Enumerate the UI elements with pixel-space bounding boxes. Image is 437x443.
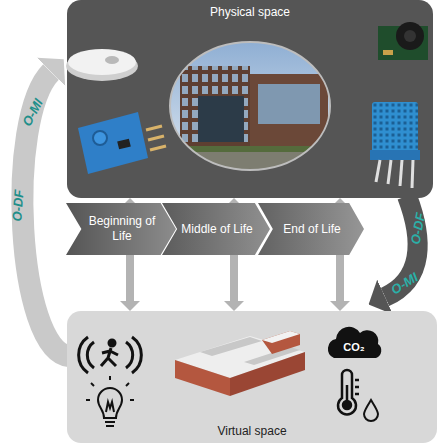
gas-sensor-module-part	[404, 30, 416, 42]
building-model-part	[262, 331, 300, 354]
photo-frame	[170, 42, 330, 170]
motion-icon-part	[101, 348, 118, 366]
building-photo-part	[198, 96, 244, 142]
panel-title: Physical space	[210, 5, 290, 19]
dht11-sensor	[370, 102, 420, 188]
dht11-sensor-part	[388, 160, 391, 184]
light-sensor-module-part	[148, 136, 164, 140]
light-sensor-module-part	[78, 112, 148, 174]
building-model	[175, 331, 305, 396]
building-model-part	[230, 352, 305, 396]
life-stage-chevron: End of Life	[258, 203, 364, 255]
light-sensor-module	[78, 112, 166, 174]
bulb-icon-part	[106, 425, 114, 427]
co2-label: CO₂	[343, 341, 364, 353]
stage-label: Beginning of Life	[83, 214, 161, 244]
light-sensor-module-part	[93, 131, 107, 145]
thermometer-icon-part	[343, 401, 351, 409]
thermometer-icon	[338, 370, 359, 414]
dht11-sensor-part	[372, 102, 418, 154]
dht11-sensor-part	[412, 160, 413, 188]
life-stage-chevron: Beginning of Life	[66, 203, 176, 255]
physical-space-panel: Physical space	[67, 0, 433, 198]
motion-icon	[79, 337, 142, 373]
thermometer-icon-part	[338, 370, 356, 414]
building-model-part	[200, 337, 262, 356]
chevron-fill	[258, 203, 364, 255]
panel-title: Virtual space	[217, 424, 286, 438]
building-model-part	[262, 331, 300, 343]
bulb-icon-part	[106, 402, 114, 412]
building-model-part	[175, 360, 230, 396]
motion-icon-part	[126, 342, 133, 368]
motion-icon-part	[109, 340, 115, 346]
stage-label: Middle of Life	[181, 222, 252, 237]
dht11-sensor-part	[376, 160, 380, 182]
bulb-icon-part	[86, 399, 90, 401]
gas-sensor-module-part	[383, 50, 393, 55]
building-photo-part	[258, 84, 320, 124]
bulb-icon-part	[91, 383, 94, 386]
building-photo-part	[168, 146, 332, 152]
stage-label: End of Life	[283, 222, 340, 237]
motion-icon-part	[87, 342, 94, 368]
gas-sensor-module-part	[378, 26, 428, 60]
pir-sensor-part	[105, 56, 119, 64]
co2-cloud-icon	[328, 327, 381, 358]
light-sensor-module-part	[117, 139, 131, 150]
bulb-icon-part	[98, 388, 122, 418]
gas-sensor-module-part	[396, 22, 424, 50]
pir-sensor-part	[68, 49, 136, 75]
bulb-icon-part	[109, 376, 111, 380]
building-model-part	[175, 336, 305, 378]
bulb-icon	[86, 376, 134, 426]
thermometer-icon-part	[355, 393, 359, 396]
motion-icon-part	[132, 337, 141, 373]
pir-sensor-part	[66, 51, 138, 81]
droplet-icon	[364, 400, 378, 421]
building-photo-part	[168, 150, 332, 174]
building-photo	[168, 40, 332, 174]
motion-icon-part	[79, 337, 88, 373]
bulb-icon-part	[130, 399, 134, 401]
gas-sensor-module	[378, 22, 428, 60]
dht11-sensor-part	[400, 160, 402, 186]
protocol-label: O-DF	[9, 189, 26, 222]
bulb-icon-part	[126, 383, 129, 386]
building-model-part	[244, 347, 300, 365]
thermometer-icon-part	[346, 385, 349, 402]
building-photo-part	[168, 40, 332, 174]
chevron-fill	[66, 203, 176, 255]
pir-sensor	[66, 49, 138, 81]
thermometer-icon-part	[355, 386, 359, 389]
building-photo-part	[180, 66, 250, 152]
building-photo-part	[250, 74, 328, 152]
virtual-space-panel: Virtual space	[67, 311, 437, 443]
thermometer-icon-part	[355, 379, 359, 382]
bulb-icon-part	[105, 421, 115, 423]
dht11-sensor-part	[370, 150, 420, 160]
co2-cloud-icon-part	[328, 327, 381, 358]
light-sensor-module-part	[150, 146, 166, 150]
light-sensor-module-part	[146, 126, 162, 130]
chevron-fill	[162, 203, 270, 255]
life-stage-chevron: Middle of Life	[162, 203, 270, 255]
